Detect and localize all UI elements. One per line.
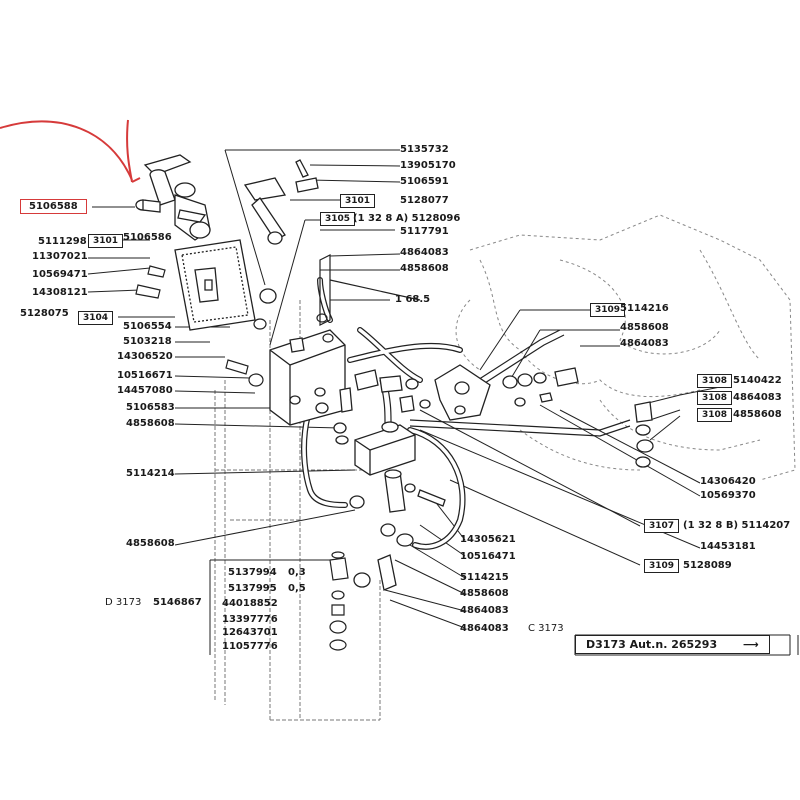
shim-thickness-03: 0,3 (288, 567, 306, 578)
part-14305621: 14305621 (460, 534, 516, 545)
part-11307021: 11307021 (32, 251, 88, 262)
part-5114216: 5114216 (620, 303, 669, 314)
code-d3173: D 3173 (105, 597, 142, 608)
part-4858608-bottom: 4858608 (126, 538, 175, 549)
rigid-pipes (329, 279, 631, 441)
part-5114207: (1 32 8 B) 5114207 (683, 520, 791, 531)
highlighted-part-label: 5106588 (20, 199, 87, 214)
part-5137994: 5137994 (228, 567, 277, 578)
part-13397776: 13397776 (222, 614, 278, 625)
part-5106591: 5106591 (400, 176, 449, 187)
part-5114214: 5114214 (126, 468, 175, 479)
arrow-right-icon: ⟶ (742, 638, 759, 651)
part-5111298: 5111298 (38, 236, 87, 247)
diagram-caption: D3173 Aut.n. 265293 ⟶ (575, 635, 770, 654)
part-4864083-d: 4864083 (460, 605, 509, 616)
part-4864083-b: 4864083 (620, 338, 669, 349)
code-c3173: C 3173 (528, 623, 564, 634)
part-5137995: 5137995 (228, 583, 277, 594)
part-14306520: 14306520 (117, 351, 173, 362)
right-fittings (502, 367, 654, 468)
hydraulic-pump (354, 364, 491, 421)
part-44018852: 44018852 (222, 598, 278, 609)
part-5128075: 5128075 (20, 308, 69, 319)
part-10569370: 10569370 (700, 490, 756, 501)
group-box-3108-c: 3108 (697, 408, 733, 422)
part-5128096: (1 32 8 A) 5128096 (353, 213, 461, 224)
group-box-3101-top: 3101 (340, 194, 376, 208)
group-box-3108-a: 3108 (697, 374, 733, 388)
part-5135732: 5135732 (400, 144, 449, 155)
part-5146867: 5146867 (153, 597, 202, 608)
part-5106554: 5106554 (123, 321, 172, 332)
group-box-3109-top: 3109 (590, 303, 626, 317)
part-14306420: 14306420 (700, 476, 756, 487)
part-5117791: 5117791 (400, 226, 449, 237)
part-4858608-left: 4858608 (126, 418, 175, 429)
shim-thickness-05: 0,5 (288, 583, 306, 594)
part-14457080: 14457080 (117, 385, 173, 396)
part-5106583: 5106583 (126, 402, 175, 413)
part-10516671: 10516671 (117, 370, 173, 381)
part-14453181: 14453181 (700, 541, 756, 552)
part-12643701: 12643701 (222, 627, 278, 638)
part-13905170: 13905170 (400, 160, 456, 171)
selector-plate (174, 239, 256, 331)
red-arrow-icon (0, 119, 141, 183)
group-box-3107: 3107 (644, 519, 680, 533)
part-4858608-c: 4858608 (733, 409, 782, 420)
part-4858608-d: 4858608 (460, 588, 509, 599)
center-fittings (349, 469, 446, 591)
part-5114215: 5114215 (460, 572, 509, 583)
selector-lever-assembly (135, 154, 211, 241)
part-11057776: 11057776 (222, 641, 278, 652)
distributor-block (333, 421, 416, 476)
bracket-168-5 (316, 254, 334, 343)
valve-body (269, 329, 353, 426)
group-box-3105: 3105 (320, 212, 356, 226)
part-168-5: 1 68.5 (395, 294, 431, 305)
part-5103218: 5103218 (123, 336, 172, 347)
part-10516471: 10516471 (460, 551, 516, 562)
part-4864083-a: 4864083 (400, 247, 449, 258)
part-4858608-a: 4858608 (400, 263, 449, 274)
pressure-sender (329, 551, 349, 651)
group-box-3104: 3104 (78, 311, 114, 325)
part-5106586: 5106586 (123, 232, 172, 243)
part-10569471: 10569471 (32, 269, 88, 280)
part-5128089: 5128089 (683, 560, 732, 571)
part-5128077: 5128077 (400, 195, 449, 206)
caption-text: D3173 Aut.n. 265293 (586, 638, 718, 651)
group-box-3108-b: 3108 (697, 391, 733, 405)
part-4858608-b: 4858608 (620, 322, 669, 333)
bolts-left (135, 265, 267, 387)
group-box-3101-left: 3101 (88, 234, 124, 248)
highlighted-bolt-5106588 (135, 199, 161, 213)
upper-lever (243, 159, 319, 304)
part-5140422: 5140422 (733, 375, 782, 386)
part-4864083-c: 4864083 (733, 392, 782, 403)
group-box-3109-bottom: 3109 (644, 559, 680, 573)
part-14308121: 14308121 (32, 287, 88, 298)
part-4864083-e: 4864083 (460, 623, 509, 634)
